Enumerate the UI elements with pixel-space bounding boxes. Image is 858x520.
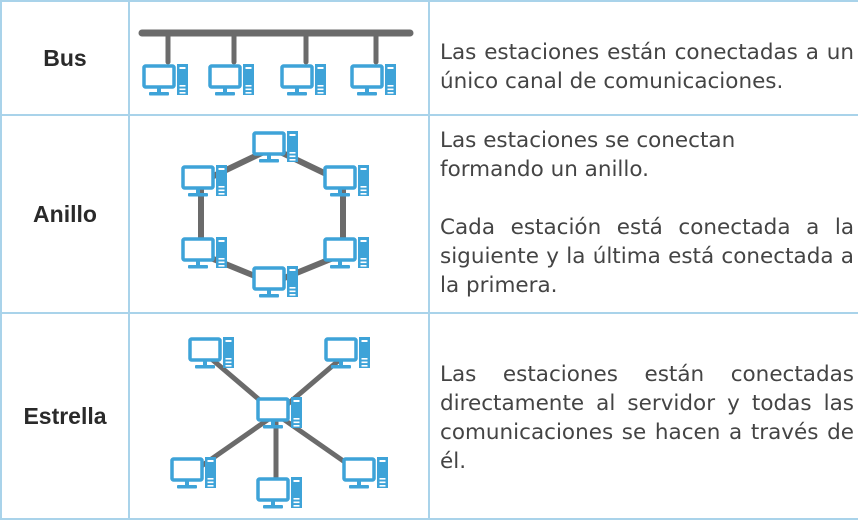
computer-icon bbox=[252, 129, 300, 165]
computer-icon bbox=[342, 455, 390, 491]
computer-icon bbox=[208, 62, 256, 98]
star-link-line bbox=[187, 411, 279, 477]
computer-icon bbox=[181, 163, 229, 199]
row-description-anillo: Las estaciones se conectan formando un a… bbox=[440, 128, 854, 298]
column-divider bbox=[428, 0, 430, 520]
computer-icon bbox=[188, 335, 236, 371]
row-label-bus: Bus bbox=[43, 44, 87, 71]
computer-icon bbox=[323, 235, 371, 271]
computer-icon bbox=[323, 163, 371, 199]
computer-icon bbox=[181, 235, 229, 271]
star-diagram bbox=[170, 335, 390, 511]
computer-icon bbox=[280, 62, 328, 98]
computer-icon bbox=[142, 62, 190, 98]
computer-icon bbox=[252, 264, 300, 300]
computer-icon bbox=[350, 62, 398, 98]
row-label-anillo: Anillo bbox=[33, 200, 97, 227]
ring-diagram bbox=[181, 129, 371, 300]
row-description-estrella: Las estaciones están conectadas directam… bbox=[440, 362, 854, 474]
column-divider bbox=[128, 0, 130, 520]
computer-icon bbox=[256, 475, 304, 511]
computer-icon bbox=[170, 455, 218, 491]
bus-diagram bbox=[138, 29, 414, 98]
row-label-estrella: Estrella bbox=[23, 402, 107, 429]
row-description-bus: Las estaciones están conectadas a un úni… bbox=[440, 40, 854, 94]
table-border-left bbox=[0, 0, 2, 520]
